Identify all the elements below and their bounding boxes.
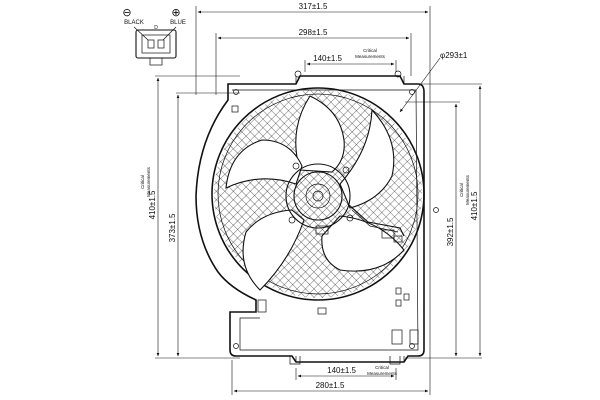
dim-bottom-width: 280±1.5: [316, 381, 345, 390]
dim-right-height-outer: 410±1.5: [470, 191, 479, 220]
hub-center-icon: [312, 190, 324, 202]
extension-lines: [155, 6, 482, 395]
minus-symbol: ⊖: [122, 7, 131, 19]
fan-blade: [242, 209, 305, 291]
dim-left-height-inner: 373±1.5: [168, 213, 177, 242]
dim-top-mount-spacing: 140±1.5: [313, 54, 342, 63]
plus-symbol: ⊕: [171, 7, 180, 19]
bottom-mount-note-line2: Measurements: [367, 371, 398, 376]
fan-blade: [339, 108, 395, 209]
top-mount-note-line1: Critical: [363, 48, 377, 53]
right-outer-note-line1: Critical: [459, 183, 464, 197]
connector: ⊖ ⊕ BLACK BLUE D: [122, 7, 186, 66]
fan-hub: [285, 162, 405, 243]
top-mount-hole: [394, 70, 402, 78]
dimension-labels: 317±1.5 298±1.5 140±1.5 Critical Measure…: [140, 2, 479, 390]
top-mount-note-line2: Measurements: [355, 54, 386, 59]
svg-text:D: D: [154, 25, 158, 31]
left-wire-label: BLACK: [124, 20, 144, 26]
dim-right-height-inner: 392±1.5: [446, 217, 455, 246]
dim-bottom-mount-spacing: 140±1.5: [327, 366, 356, 375]
top-mount-hole: [294, 70, 302, 78]
dim-left-height-outer: 410±1.5: [148, 190, 157, 219]
fan-blade: [295, 95, 345, 173]
left-outer-note-line1: Critical: [140, 175, 145, 189]
right-wire-label: BLUE: [170, 20, 186, 26]
bottom-mount-note-line1: Critical: [375, 365, 389, 370]
dim-shroud-diameter: φ293±1: [440, 51, 468, 60]
right-outer-note-line2: Measurements: [465, 174, 470, 205]
dim-inner-width: 298±1.5: [299, 28, 328, 37]
fan-blades: [225, 95, 405, 291]
dim-overall-width: 317±1.5: [299, 2, 328, 11]
left-outer-note-line2: Measurements: [146, 166, 151, 197]
fan-blade: [321, 215, 405, 272]
fan-blade: [225, 139, 303, 189]
dimension-lines: [156, 10, 482, 393]
fan-shroud: [195, 70, 439, 365]
